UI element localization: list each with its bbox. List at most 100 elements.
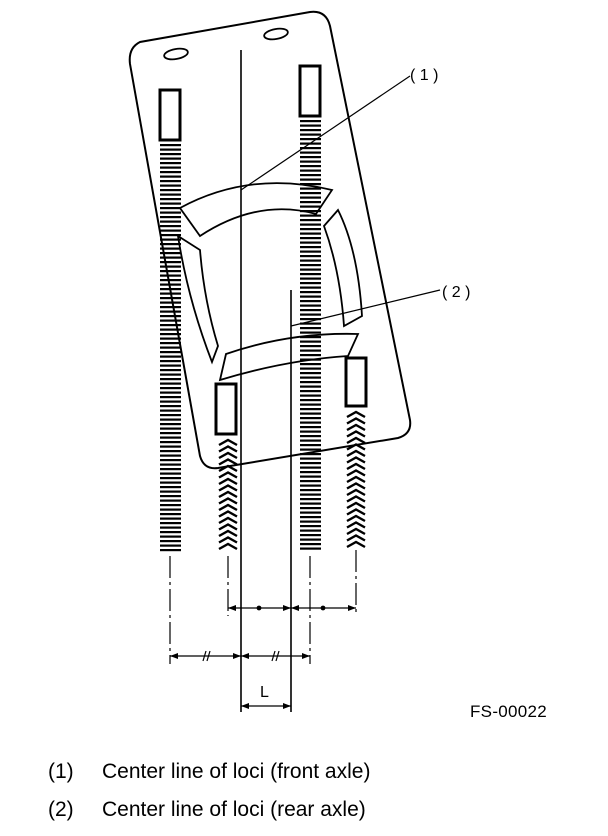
track-mark: [300, 174, 321, 177]
track-mark: [160, 504, 181, 507]
track-mark: [300, 336, 321, 339]
track-mark: [300, 340, 321, 343]
track-mark: [300, 466, 321, 469]
track-mark: [160, 333, 181, 336]
track-mark: [346, 482, 366, 490]
track-mark: [160, 400, 181, 403]
track-mark: [160, 274, 181, 277]
track-mark: [300, 147, 321, 150]
track-mark: [300, 250, 321, 253]
track-mark: [160, 238, 181, 241]
track-mark: [300, 201, 321, 204]
track-mark: [300, 421, 321, 424]
track-mark: [300, 426, 321, 429]
track-mark: [160, 252, 181, 255]
track-mark: [160, 256, 181, 259]
track-mark: [300, 304, 321, 307]
track-mark: [160, 360, 181, 363]
track-mark: [218, 490, 238, 499]
track-mark: [160, 261, 181, 264]
track-mark: [300, 259, 321, 262]
track-mark: [300, 507, 321, 510]
track-mark: [218, 523, 238, 531]
track-mark: [300, 547, 321, 550]
front-left-tire: [158, 88, 182, 142]
track-mark: [160, 292, 181, 295]
track-mark: [160, 220, 181, 223]
track-mark: [300, 273, 321, 276]
track-mark: [300, 192, 321, 195]
track-mark: [160, 310, 181, 313]
track-mark: [218, 471, 238, 479]
front-left-tire-track: [160, 144, 181, 552]
track-mark: [300, 331, 321, 334]
front-right-tire: [298, 64, 322, 118]
track-mark: [300, 412, 321, 415]
track-mark: [300, 381, 321, 384]
track-mark: [300, 183, 321, 186]
track-mark: [300, 345, 321, 348]
legend-item-1-text: Center line of loci (front axle): [102, 760, 371, 783]
track-mark: [300, 520, 321, 523]
track-mark: [300, 282, 321, 285]
track-mark: [300, 462, 321, 465]
track-mark: [300, 390, 321, 393]
callout-1-label: ( 1 ): [410, 67, 438, 84]
track-mark: [218, 503, 238, 512]
track-mark: [218, 529, 238, 538]
track-mark: [160, 153, 181, 156]
track-mark: [160, 216, 181, 219]
track-mark: [300, 489, 321, 492]
track-mark: [300, 363, 321, 366]
hood-oval-left: [163, 47, 189, 61]
rear-left-tire-track: [218, 438, 238, 551]
track-mark: [160, 477, 181, 480]
track-mark: [160, 279, 181, 282]
track-mark: [300, 403, 321, 406]
track-mark: [160, 427, 181, 430]
track-mark: [346, 462, 366, 471]
track-mark: [160, 144, 181, 147]
track-mark: [300, 313, 321, 316]
track-mark: [160, 423, 181, 426]
track-mark: [160, 229, 181, 232]
track-mark: [300, 232, 321, 235]
track-mark: [160, 441, 181, 444]
track-mark: [300, 223, 321, 226]
track-mark: [346, 521, 366, 529]
track-mark: [300, 484, 321, 487]
track-mark: [300, 498, 321, 501]
wheel-alignment-diagram: L ( 1 ) ( 2 ): [128, 10, 470, 712]
track-mark: [300, 309, 321, 312]
track-mark: [300, 448, 321, 451]
rear-right-tire: [344, 356, 368, 408]
track-mark: [300, 241, 321, 244]
front-track-dimension: [170, 650, 310, 662]
track-mark: [300, 295, 321, 298]
track-mark: [218, 510, 238, 518]
track-mark: [160, 225, 181, 228]
track-mark: [160, 409, 181, 412]
track-mark: [160, 265, 181, 268]
track-mark: [160, 382, 181, 385]
track-mark: [160, 445, 181, 448]
track-mark: [300, 358, 321, 361]
track-mark: [300, 471, 321, 474]
track-mark: [160, 540, 181, 543]
track-mark: [160, 234, 181, 237]
offset-L-dimension: [241, 703, 291, 709]
rear-right-tire-track: [346, 410, 366, 549]
track-mark: [300, 394, 321, 397]
track-mark: [346, 508, 366, 516]
track-mark: [160, 207, 181, 210]
track-mark: [300, 493, 321, 496]
track-mark: [160, 526, 181, 529]
track-mark: [300, 246, 321, 249]
track-mark: [160, 418, 181, 421]
track-mark: [160, 414, 181, 417]
track-mark: [160, 450, 181, 453]
rear-window: [218, 332, 360, 382]
track-mark: [300, 178, 321, 181]
track-mark: [300, 529, 321, 532]
track-mark: [346, 540, 366, 549]
